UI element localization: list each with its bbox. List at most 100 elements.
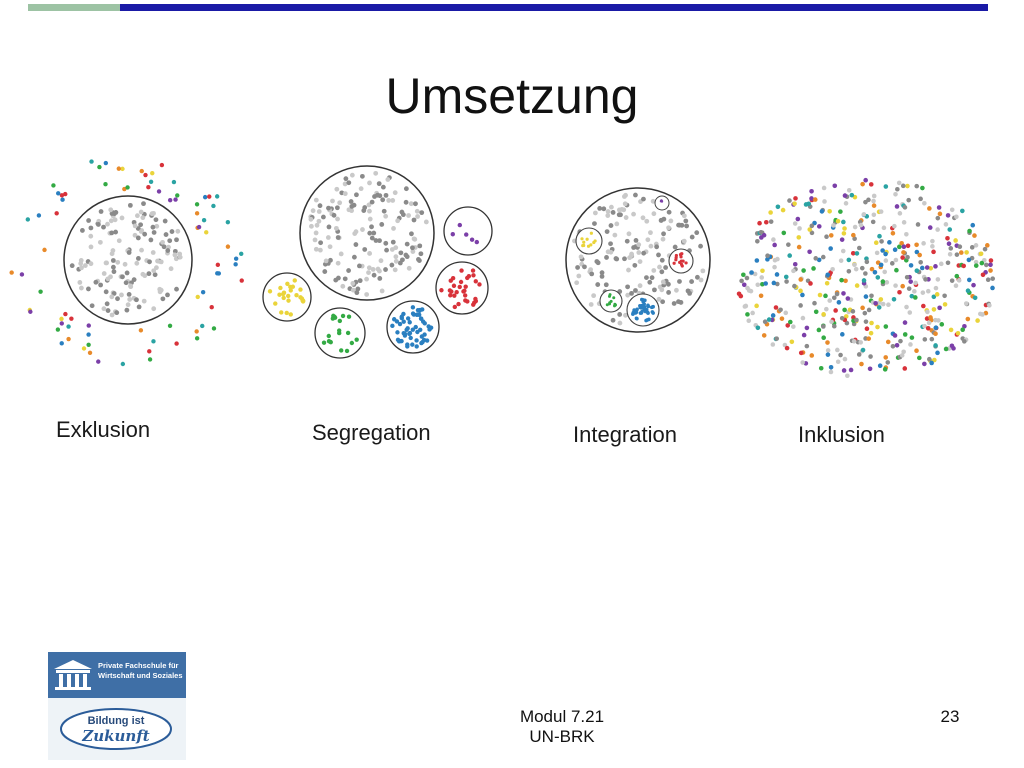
dot <box>745 312 750 317</box>
dot <box>839 237 845 242</box>
dot <box>926 320 932 326</box>
dot <box>758 293 764 299</box>
dot <box>471 273 476 278</box>
dot <box>658 217 664 223</box>
dot <box>419 334 425 339</box>
dot <box>389 262 395 268</box>
dot <box>787 253 792 258</box>
dot <box>413 324 418 330</box>
dot <box>825 272 831 278</box>
dot <box>927 356 932 362</box>
dot <box>346 314 352 319</box>
dot <box>78 258 84 263</box>
dot <box>200 323 205 329</box>
footer-module: Modul 7.21 UN-BRK <box>462 707 662 747</box>
dot <box>134 260 140 266</box>
dot <box>108 207 114 213</box>
dot <box>89 159 94 164</box>
dot <box>612 296 616 300</box>
dot <box>313 246 319 252</box>
dot <box>917 355 922 361</box>
dot <box>612 232 618 238</box>
dot <box>982 246 988 252</box>
dot <box>868 330 874 336</box>
dot <box>698 277 704 283</box>
dot <box>171 179 177 185</box>
dot <box>945 213 951 218</box>
dot <box>674 287 679 293</box>
dot <box>792 261 798 267</box>
dot <box>880 301 886 307</box>
dot <box>349 340 355 346</box>
dot <box>683 218 689 224</box>
dot <box>286 298 291 303</box>
dot <box>353 242 359 247</box>
dot <box>676 299 681 305</box>
dot <box>401 319 406 324</box>
label-segregation: Segregation <box>312 420 431 445</box>
dot <box>86 286 91 292</box>
dot <box>326 333 331 339</box>
dot <box>852 224 858 230</box>
dot <box>202 194 208 200</box>
school-name-line1: Private Fachschule für <box>98 661 179 670</box>
dot <box>862 310 868 316</box>
dot <box>331 212 337 218</box>
dot <box>990 276 996 281</box>
dot <box>897 211 903 216</box>
dot <box>128 283 133 289</box>
dot <box>415 307 421 313</box>
dot <box>313 197 319 203</box>
dot <box>866 197 871 203</box>
dot <box>824 306 829 312</box>
dot <box>893 191 898 197</box>
dot <box>804 325 810 331</box>
dot <box>165 292 170 298</box>
dot <box>871 193 877 199</box>
dot <box>375 192 380 198</box>
dot <box>391 226 396 231</box>
dot <box>651 211 657 217</box>
dot <box>937 305 942 311</box>
dot <box>922 323 927 329</box>
dot <box>852 262 857 268</box>
dot <box>105 276 111 282</box>
dot <box>937 211 943 217</box>
dot <box>317 247 323 253</box>
school-logo: Private Fachschule für Wirtschaft und So… <box>48 652 186 760</box>
dot <box>972 233 977 238</box>
dot <box>605 213 611 218</box>
dot <box>473 279 478 284</box>
dot <box>975 318 980 323</box>
dot <box>641 304 646 308</box>
dot <box>840 332 845 337</box>
dot <box>881 225 887 231</box>
dot <box>613 256 619 261</box>
dot <box>672 261 676 265</box>
dot <box>890 231 896 236</box>
dot <box>679 252 683 256</box>
dot <box>831 323 837 329</box>
dot <box>973 259 979 265</box>
dot <box>134 297 139 303</box>
dot <box>791 324 796 329</box>
dot <box>355 286 361 292</box>
dot <box>77 280 83 285</box>
dot <box>775 204 781 210</box>
dot <box>904 304 909 310</box>
dot <box>608 249 614 255</box>
dot <box>768 219 774 224</box>
dot <box>882 367 888 372</box>
dot <box>945 260 951 266</box>
dot <box>439 288 444 293</box>
dot <box>142 231 148 237</box>
dot <box>457 222 463 228</box>
dot <box>354 337 359 342</box>
dot <box>120 274 125 280</box>
dot <box>174 237 179 243</box>
dot <box>330 316 336 321</box>
dot <box>775 281 780 287</box>
school-name: Private Fachschule für Wirtschaft und So… <box>98 661 184 681</box>
slogan-line1: Bildung ist <box>87 715 145 727</box>
dot <box>616 212 622 218</box>
